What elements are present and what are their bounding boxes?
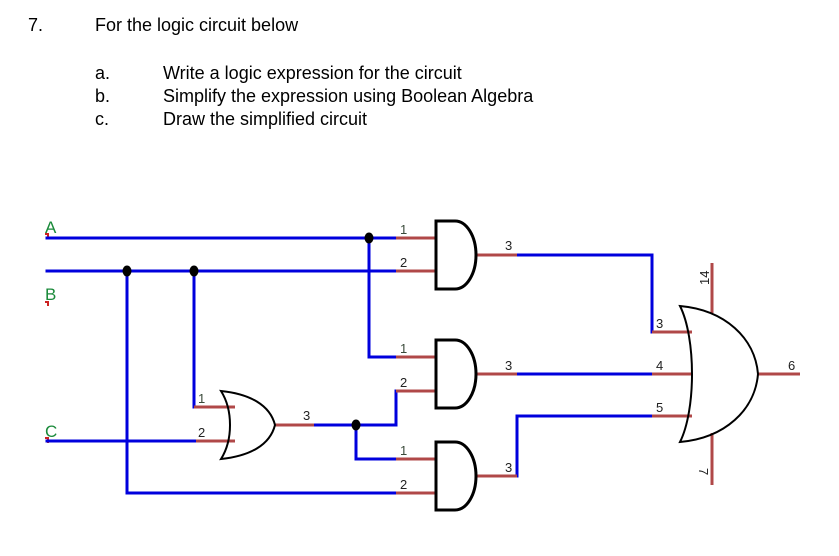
pin-label: 7 (696, 468, 711, 475)
pin-label: 2 (198, 425, 205, 440)
pin-label: 3 (656, 316, 663, 331)
input-label-a: A (45, 218, 57, 237)
wire-and3-out (515, 414, 654, 478)
part-letter: c. (95, 109, 110, 129)
pin-label: 4 (656, 358, 663, 373)
wires (45, 236, 654, 495)
pin-label: 6 (788, 358, 795, 373)
wire-a-to-and2 (367, 236, 398, 359)
pin-label: 2 (400, 255, 407, 270)
part-letter: a. (95, 63, 111, 83)
pin-label: 5 (656, 400, 663, 415)
and-gate-3 (434, 440, 478, 512)
pin-labels: 1 2 3 1 2 3 1 2 3 1 2 3 3 4 5 6 14 7 (198, 222, 795, 492)
part-text: Draw the simplified circuit (163, 109, 368, 129)
or-gates (219, 304, 760, 461)
and-gate-1 (434, 219, 478, 291)
pin-label: 3 (303, 408, 310, 423)
input-terminals (45, 233, 49, 443)
part-letter: b. (95, 86, 111, 106)
pin-label: 14 (697, 271, 712, 285)
input-label-c: C (45, 422, 57, 441)
wire-or1-to-and3 (354, 423, 398, 461)
wire-b-to-and3 (125, 269, 398, 495)
pin-label: 3 (505, 460, 512, 475)
part-text: Write a logic expression for the circuit (163, 63, 462, 83)
or-gate-1 (219, 389, 277, 461)
pin-label: 1 (400, 341, 407, 356)
pin-label: 3 (505, 358, 512, 373)
or-gate-3input (678, 304, 760, 444)
pin-label: 1 (400, 443, 407, 458)
junction-dot (189, 265, 199, 277)
pin-label: 1 (400, 222, 407, 237)
pin-label: 2 (400, 375, 407, 390)
input-label-b: B (45, 285, 56, 304)
gates (434, 219, 478, 512)
part-text: Simplify the expression using Boolean Al… (163, 86, 534, 106)
question-title: For the logic circuit below (95, 15, 299, 35)
pin-label: 2 (400, 477, 407, 492)
junction-dot (122, 265, 132, 277)
question-number: 7. (28, 15, 44, 35)
wire-and1-out (515, 253, 654, 334)
junctions (122, 232, 374, 431)
pin-label: 1 (198, 391, 205, 406)
junction-dot (351, 419, 361, 431)
terminal-b (45, 301, 49, 306)
pin-label: 3 (505, 238, 512, 253)
junction-dot (364, 232, 374, 244)
and-gate-2 (434, 338, 478, 410)
